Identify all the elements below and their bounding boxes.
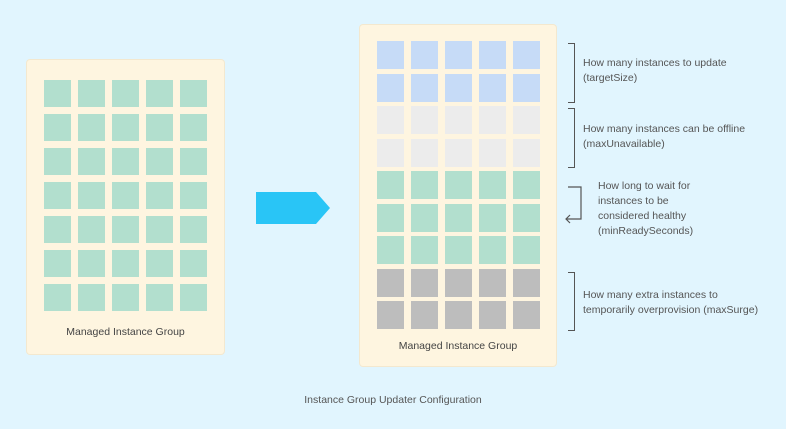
before-instance-green bbox=[146, 80, 173, 107]
before-instance-green bbox=[146, 114, 173, 141]
before-instance-green bbox=[180, 80, 207, 107]
after-instance-dark-gray bbox=[513, 268, 540, 297]
before-instance-green bbox=[146, 182, 173, 209]
after-instance-green bbox=[479, 236, 506, 264]
max-surge-bracket bbox=[568, 272, 575, 331]
before-instance-green bbox=[44, 284, 71, 311]
after-instance-dark-gray bbox=[445, 268, 472, 297]
after-instance-dark-gray bbox=[445, 301, 472, 329]
after-instance-green bbox=[479, 203, 506, 232]
before-instance-green bbox=[146, 284, 173, 311]
before-instance-green bbox=[180, 148, 207, 175]
before-instance-green bbox=[78, 148, 105, 175]
after-instance-green bbox=[411, 171, 438, 199]
min-ready-seconds-arrow-icon bbox=[565, 186, 582, 224]
before-instance-green bbox=[78, 216, 105, 243]
after-instance-light-gray bbox=[479, 106, 506, 134]
after-instance-light-gray bbox=[513, 106, 540, 134]
after-instance-light-gray bbox=[445, 138, 472, 167]
after-instance-light-gray bbox=[445, 106, 472, 134]
before-instance-green bbox=[112, 182, 139, 209]
before-instance-green bbox=[78, 114, 105, 141]
after-instance-dark-gray bbox=[377, 268, 404, 297]
instance-grid-before bbox=[44, 80, 207, 311]
after-instance-green bbox=[513, 236, 540, 264]
after-instance-dark-gray bbox=[513, 301, 540, 329]
before-instance-green bbox=[112, 80, 139, 107]
before-instance-green bbox=[44, 148, 71, 175]
after-instance-dark-gray bbox=[411, 301, 438, 329]
after-instance-light-gray bbox=[513, 138, 540, 167]
after-instance-light-gray bbox=[377, 106, 404, 134]
target-size-bracket bbox=[568, 43, 575, 103]
before-instance-green bbox=[44, 216, 71, 243]
after-instance-green bbox=[411, 203, 438, 232]
after-instance-light-gray bbox=[411, 138, 438, 167]
before-instance-green bbox=[44, 182, 71, 209]
before-instance-green bbox=[146, 250, 173, 277]
group-label-after: Managed Instance Group bbox=[398, 340, 518, 352]
before-instance-green bbox=[78, 182, 105, 209]
before-instance-green bbox=[112, 250, 139, 277]
after-instance-light-gray bbox=[377, 138, 404, 167]
before-instance-green bbox=[44, 250, 71, 277]
after-instance-green bbox=[445, 236, 472, 264]
after-instance-green bbox=[513, 203, 540, 232]
after-instance-blue bbox=[513, 41, 540, 69]
transition-arrow-icon bbox=[256, 192, 330, 224]
after-instance-blue bbox=[445, 41, 472, 69]
before-instance-green bbox=[78, 250, 105, 277]
before-instance-green bbox=[44, 80, 71, 107]
after-instance-blue bbox=[411, 73, 438, 102]
before-instance-green bbox=[146, 216, 173, 243]
after-instance-blue bbox=[513, 73, 540, 102]
after-instance-green bbox=[377, 236, 404, 264]
before-instance-green bbox=[180, 182, 207, 209]
after-instance-green bbox=[445, 203, 472, 232]
after-instance-light-gray bbox=[479, 138, 506, 167]
max-unavailable-bracket bbox=[568, 108, 575, 168]
after-instance-blue bbox=[479, 73, 506, 102]
after-instance-light-gray bbox=[411, 106, 438, 134]
min-ready-seconds-annotation: How long to wait for instances to be con… bbox=[598, 180, 694, 237]
after-instance-dark-gray bbox=[479, 301, 506, 329]
instance-grid-after bbox=[377, 41, 540, 329]
before-instance-green bbox=[180, 250, 207, 277]
before-instance-green bbox=[112, 114, 139, 141]
after-instance-blue bbox=[445, 73, 472, 102]
before-instance-green bbox=[146, 148, 173, 175]
after-instance-green bbox=[411, 236, 438, 264]
after-instance-blue bbox=[377, 73, 404, 102]
group-label-before: Managed Instance Group bbox=[66, 326, 185, 338]
before-instance-green bbox=[112, 284, 139, 311]
after-instance-dark-gray bbox=[377, 301, 404, 329]
after-instance-dark-gray bbox=[479, 268, 506, 297]
before-instance-green bbox=[44, 114, 71, 141]
before-instance-green bbox=[78, 284, 105, 311]
before-instance-green bbox=[112, 148, 139, 175]
after-instance-green bbox=[513, 171, 540, 199]
after-instance-blue bbox=[479, 41, 506, 69]
after-instance-green bbox=[377, 171, 404, 199]
diagram-caption: Instance Group Updater Configuration bbox=[304, 394, 482, 406]
before-instance-green bbox=[180, 284, 207, 311]
after-instance-green bbox=[445, 171, 472, 199]
after-instance-blue bbox=[377, 41, 404, 69]
max-surge-annotation: How many extra instances to temporarily … bbox=[583, 289, 759, 316]
max-unavailable-annotation: How many instances can be offline (maxUn… bbox=[583, 123, 746, 150]
after-instance-green bbox=[479, 171, 506, 199]
after-instance-green bbox=[377, 203, 404, 232]
after-instance-dark-gray bbox=[411, 268, 438, 297]
before-instance-green bbox=[78, 80, 105, 107]
after-instance-blue bbox=[411, 41, 438, 69]
before-instance-green bbox=[180, 114, 207, 141]
managed-instance-group-after: Managed Instance Group bbox=[360, 25, 556, 366]
managed-instance-group-before: Managed Instance Group bbox=[27, 60, 224, 354]
before-instance-green bbox=[180, 216, 207, 243]
target-size-annotation: How many instances to update (targetSize… bbox=[583, 57, 727, 84]
before-instance-green bbox=[112, 216, 139, 243]
